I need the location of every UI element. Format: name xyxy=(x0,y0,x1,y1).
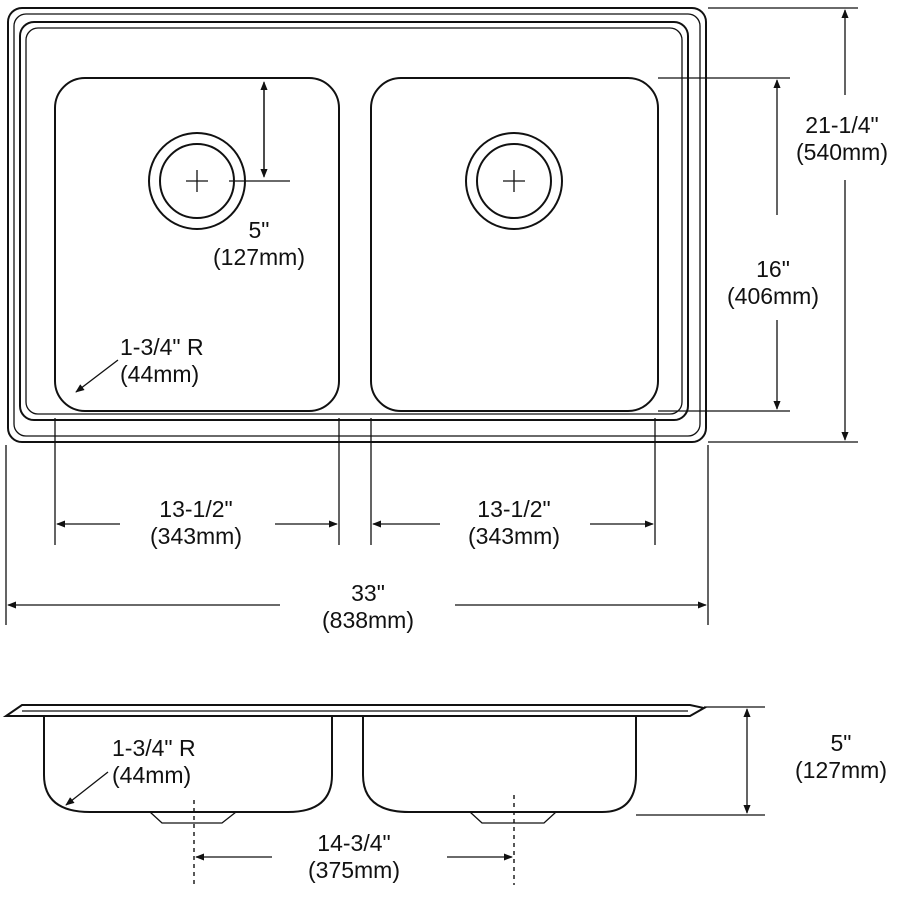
bowl-depth-metric: (127mm) xyxy=(794,757,888,783)
overall-depth-imperial: 21-1/4" xyxy=(805,112,879,138)
corner-radius-side-metric: (44mm) xyxy=(112,762,192,788)
drain-spacing-imperial: 14-3/4" xyxy=(317,830,391,856)
bowl-length-dimension xyxy=(658,77,790,412)
left-bowl xyxy=(54,77,340,412)
drain-offset-imperial: 5" xyxy=(248,217,270,243)
overall-width-label: 33" (838mm) xyxy=(322,580,414,634)
drain-offset-metric: (127mm) xyxy=(212,244,306,270)
top-view xyxy=(5,7,858,625)
right-drain-profile xyxy=(469,811,557,824)
left-drain-profile xyxy=(149,811,237,824)
bowl-length-imperial: 16" xyxy=(756,256,790,282)
right-drain xyxy=(465,132,563,230)
sink-deck-inner xyxy=(25,27,683,415)
bowl-width-right-label: 13-1/2" (343mm) xyxy=(468,496,560,550)
corner-radius-top-metric: (44mm) xyxy=(120,361,200,387)
overall-width-imperial: 33" xyxy=(351,580,385,606)
overall-depth-dimension xyxy=(708,7,858,443)
right-bowl xyxy=(370,77,659,412)
corner-radius-top-imperial: 1-3/4" R xyxy=(120,334,204,360)
corner-radius-side-label: 1-3/4" R (44mm) xyxy=(112,735,196,789)
corner-radius-leader-side xyxy=(65,771,109,806)
bowl-length-label: 16" (406mm) xyxy=(727,256,819,310)
bowl-depth-imperial: 5" xyxy=(830,730,852,756)
sink-outer-rim xyxy=(7,7,707,443)
left-bowl-profile xyxy=(43,716,333,813)
drain-offset-dimension xyxy=(229,81,290,182)
drain-spacing-metric: (375mm) xyxy=(307,857,401,883)
drain-offset-label: 5" (127mm) xyxy=(213,217,305,271)
overall-width-metric: (838mm) xyxy=(321,607,415,633)
corner-radius-leader-top xyxy=(75,359,119,393)
bowl-width-left-label: 13-1/2" (343mm) xyxy=(150,496,242,550)
bowl-width-left-imperial: 13-1/2" xyxy=(159,496,233,522)
bowl-length-metric: (406mm) xyxy=(726,283,820,309)
sink-deck xyxy=(19,21,689,421)
bowl-depth-dimension xyxy=(636,706,765,816)
corner-radius-side-imperial: 1-3/4" R xyxy=(112,735,196,761)
corner-radius-top-label: 1-3/4" R (44mm) xyxy=(120,334,204,388)
bowl-width-right-metric: (343mm) xyxy=(467,523,561,549)
side-view xyxy=(2,704,765,885)
bowl-width-left-metric: (343mm) xyxy=(149,523,243,549)
bowl-depth-label: 5" (127mm) xyxy=(795,730,887,784)
sink-rim-inner-edge xyxy=(13,13,701,437)
bowl-width-extensions xyxy=(54,418,656,545)
overall-depth-label: 21-1/4" (540mm) xyxy=(796,112,888,166)
right-bowl-profile xyxy=(362,716,637,813)
drain-spacing-label: 14-3/4" (375mm) xyxy=(308,830,400,884)
bowl-width-right-imperial: 13-1/2" xyxy=(477,496,551,522)
side-rim xyxy=(2,704,707,717)
overall-depth-metric: (540mm) xyxy=(795,139,889,165)
overall-width-dimension xyxy=(5,445,709,625)
